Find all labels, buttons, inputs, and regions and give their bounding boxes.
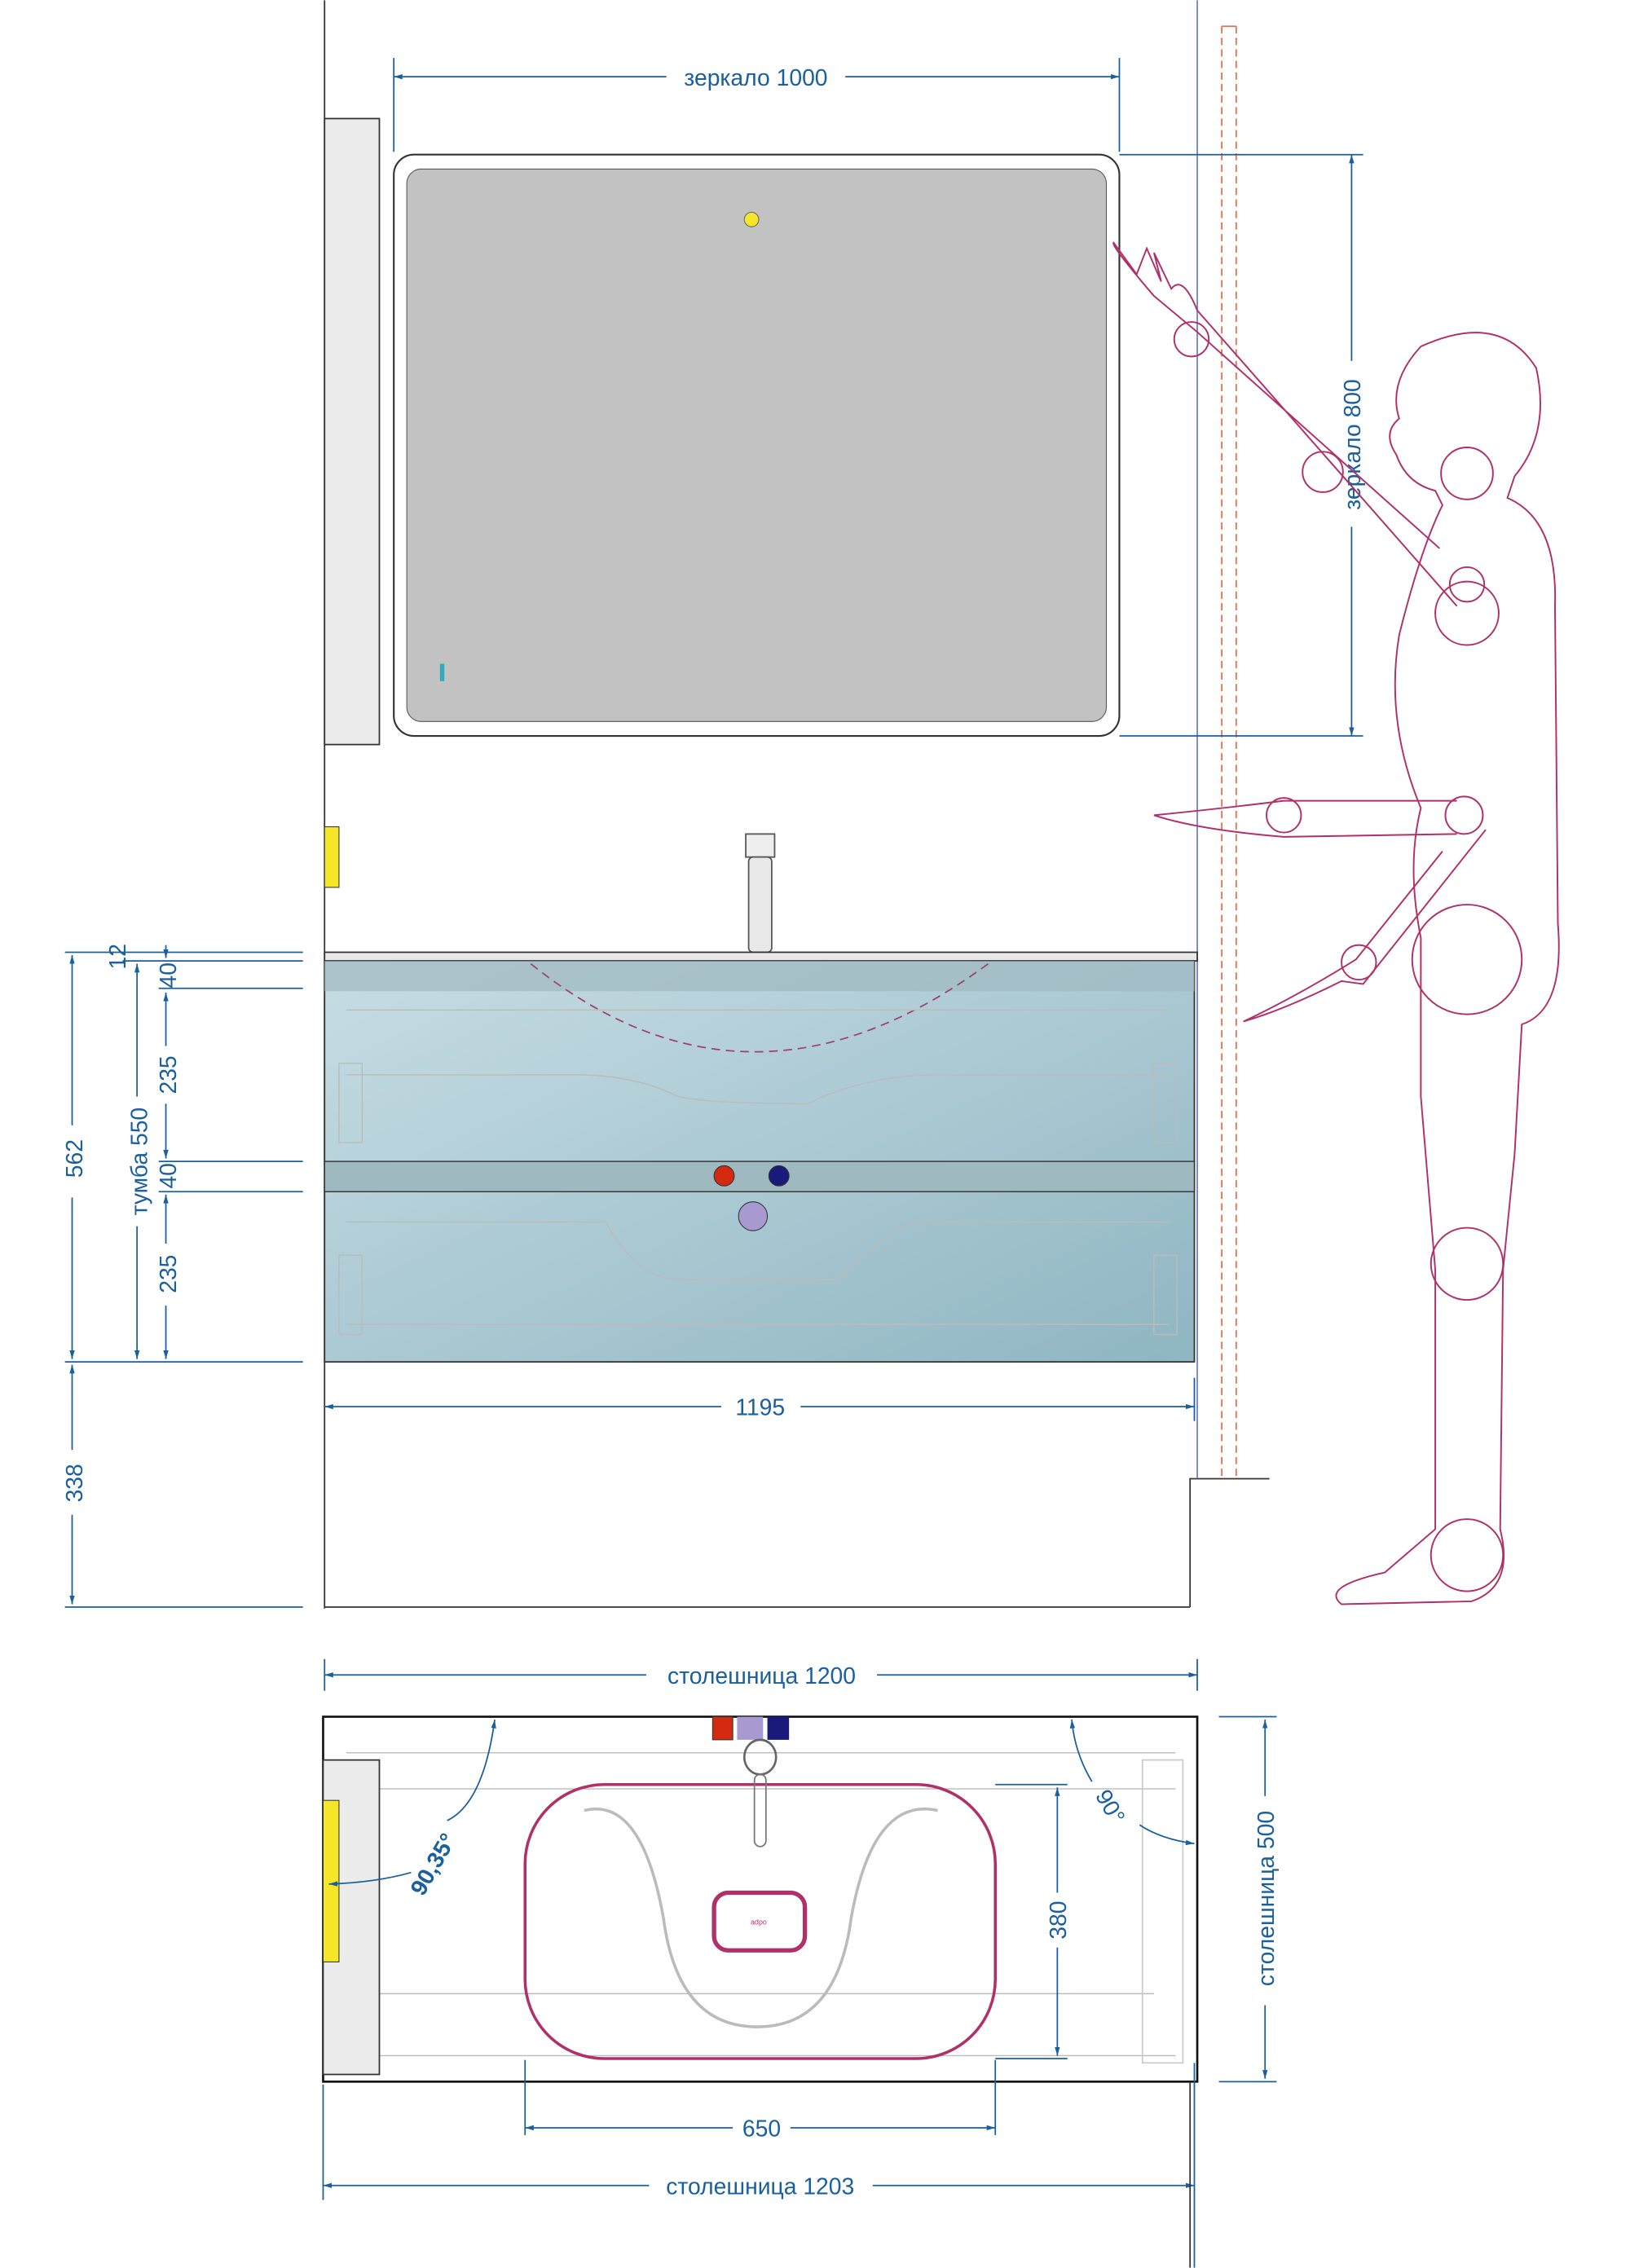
mixed-plan (737, 1716, 764, 1740)
drain-logo: adpo (751, 1918, 767, 1926)
dim-top-width: столешница 1200 (324, 1658, 1198, 1691)
floor-gap-label: 338 (61, 1464, 87, 1502)
dim-top-depth: столешница 500 (1218, 1715, 1279, 2083)
dim-mirror-height: зеркало 800 (1119, 153, 1365, 737)
mirror-height-label: зеркало 800 (1339, 379, 1365, 510)
yellow-marker (324, 826, 340, 888)
vanity-cabinet (324, 951, 1198, 1363)
drain-connection (738, 1201, 769, 1231)
drawer-1-label: 235 (155, 1055, 181, 1094)
dim-bottom-width: столешница 1203 (322, 2063, 1196, 2268)
dim-cabinet-width: 1195 (324, 1377, 1196, 1421)
total-height-label: 562 (61, 1139, 87, 1178)
cold-water-connection (768, 1165, 790, 1187)
hot-water-connection (713, 1165, 735, 1187)
human-figure (1112, 241, 1560, 1605)
drain (711, 1890, 808, 1953)
cabinet-width-label: 1195 (735, 1394, 785, 1420)
drawer-front-2-label: 40 (155, 1163, 181, 1188)
side-cabinet (324, 117, 381, 746)
mirror-width-label: зеркало 1000 (684, 64, 827, 90)
hot-water-plan (711, 1716, 734, 1741)
dim-basin-depth: 380 (995, 1783, 1071, 2059)
cabinet-height-label: тумба 550 (126, 1108, 152, 1216)
cold-water-plan (767, 1716, 790, 1740)
mirror-switch-icon (439, 663, 445, 681)
countertop-plan: adpo (322, 1715, 1199, 2083)
yellow-marker-plan (322, 1799, 340, 1962)
basin-outline (523, 1782, 998, 2060)
basin-depth-label: 380 (1045, 1900, 1071, 1939)
drawer-front-1-label: 40 (155, 962, 181, 988)
top-width-label: столешница 1200 (667, 1662, 856, 1689)
sensor-dot (743, 211, 760, 227)
faucet (745, 833, 776, 953)
dim-basin-width: 650 (524, 2059, 997, 2142)
dim-left-stack: 562 338 тумба 550 12 40 235 40 235 (61, 944, 303, 1608)
basin-width-label: 650 (742, 2116, 781, 2142)
top-depth-label: столешница 500 (1253, 1811, 1279, 1986)
top-thickness-label: 12 (104, 944, 130, 969)
bottom-width-label: столешница 1203 (666, 2173, 854, 2199)
dim-mirror-width: зеркало 1000 (393, 58, 1121, 152)
drawer-2-label: 235 (155, 1255, 181, 1293)
mirror (393, 153, 1121, 738)
